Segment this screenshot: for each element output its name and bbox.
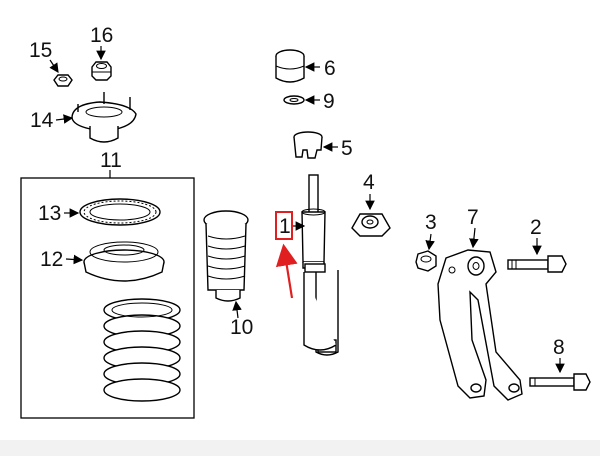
part-4-mount-bushing	[351, 213, 391, 237]
part-15-nut	[53, 74, 73, 87]
part-10-dust-boot	[203, 210, 249, 302]
callout-5: 5	[341, 137, 353, 160]
callout-2: 2	[530, 216, 542, 239]
callout-4: 4	[363, 171, 375, 194]
callout-3: 3	[425, 211, 437, 234]
callout-1-highlight-box	[275, 211, 293, 240]
part-14-strut-mount	[71, 92, 137, 143]
part-13-isolator	[79, 198, 161, 226]
callout-12: 12	[40, 248, 63, 271]
leader-12	[65, 254, 84, 265]
kit-box-11	[20, 177, 195, 419]
callout-14: 14	[30, 109, 54, 132]
callout-1: 1	[279, 215, 291, 238]
part-16-nut	[91, 61, 112, 81]
part-5-bumper-cap	[293, 131, 323, 159]
callout-9: 9	[323, 90, 335, 113]
callout-15: 15	[29, 39, 52, 62]
leader-7	[469, 227, 479, 249]
leader-15	[49, 59, 59, 73]
callout-1-red-arrow	[275, 243, 298, 299]
leader-10	[232, 300, 242, 319]
callout-13: 13	[38, 202, 61, 225]
part-8-bolt	[529, 373, 591, 391]
callout-8: 8	[553, 336, 565, 359]
part-7-lower-bracket	[437, 249, 523, 401]
part-12-spring-seat	[83, 241, 165, 282]
callout-10: 10	[230, 316, 253, 339]
part-2-bolt	[507, 255, 567, 273]
part-9-washer	[283, 95, 305, 105]
part-6-bump-stop	[275, 49, 305, 83]
part-3-nut	[415, 250, 437, 272]
callout-6: 6	[324, 57, 336, 80]
footer-band	[0, 440, 600, 456]
callout-11: 11	[100, 149, 122, 172]
callout-7: 7	[467, 206, 479, 229]
coil-spring	[103, 298, 181, 402]
callout-16: 16	[90, 24, 113, 47]
leader-14	[55, 114, 74, 124]
leader-3	[425, 233, 435, 251]
part-1-shock-absorber	[301, 174, 339, 356]
